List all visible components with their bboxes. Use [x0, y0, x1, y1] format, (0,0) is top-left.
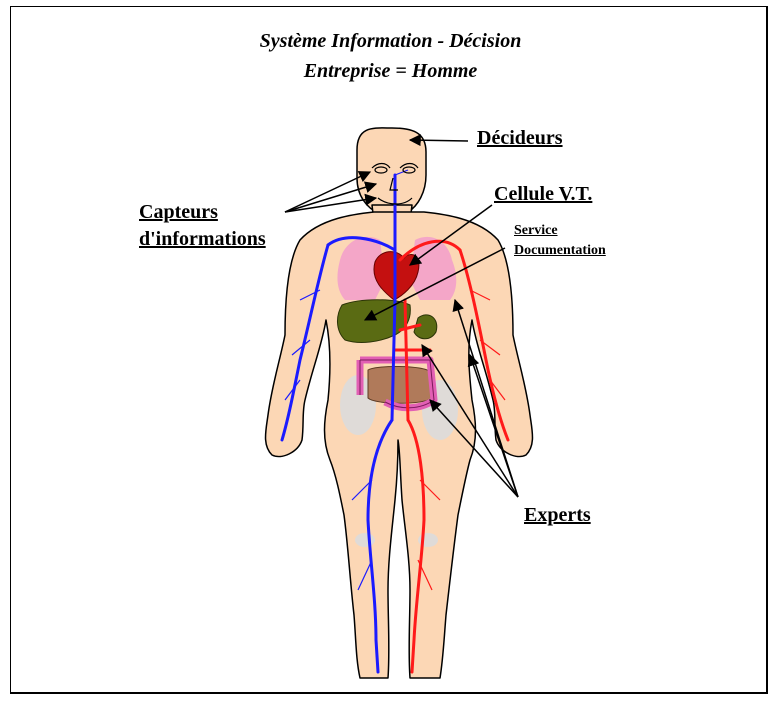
label-cellule-vt: Cellule V.T. [494, 183, 593, 205]
arrow-experts-4 [467, 353, 519, 498]
title-line-1: Système Information - Décision [259, 30, 522, 52]
spleen [413, 314, 438, 340]
face [371, 162, 419, 205]
arrow-service [363, 247, 506, 321]
veins [280, 173, 397, 674]
label-capteurs: Capteurs [139, 201, 218, 223]
lungs [337, 236, 457, 300]
arrow-cellule [409, 204, 493, 266]
arteries [393, 239, 510, 674]
arrow-capteurs-3 [284, 193, 378, 213]
arrow-capteurs-1 [284, 171, 372, 213]
label-service: Service [514, 223, 558, 238]
arrow-experts-1 [421, 343, 519, 498]
title-line-2: Entreprise = Homme [303, 60, 478, 82]
arteries-small [417, 289, 506, 591]
arrow-experts-2 [429, 399, 519, 498]
label-experts: Experts [524, 504, 591, 526]
torso-arms [264, 211, 534, 679]
veins-small [284, 169, 409, 591]
label-informations: d'informations [139, 228, 266, 250]
label-documentation: Documentation [514, 243, 606, 258]
label-decideurs: Décideurs [477, 127, 563, 149]
pointer-arrows [284, 134, 519, 498]
arrow-capteurs-2 [284, 181, 378, 213]
arrow-decideurs [408, 134, 469, 147]
